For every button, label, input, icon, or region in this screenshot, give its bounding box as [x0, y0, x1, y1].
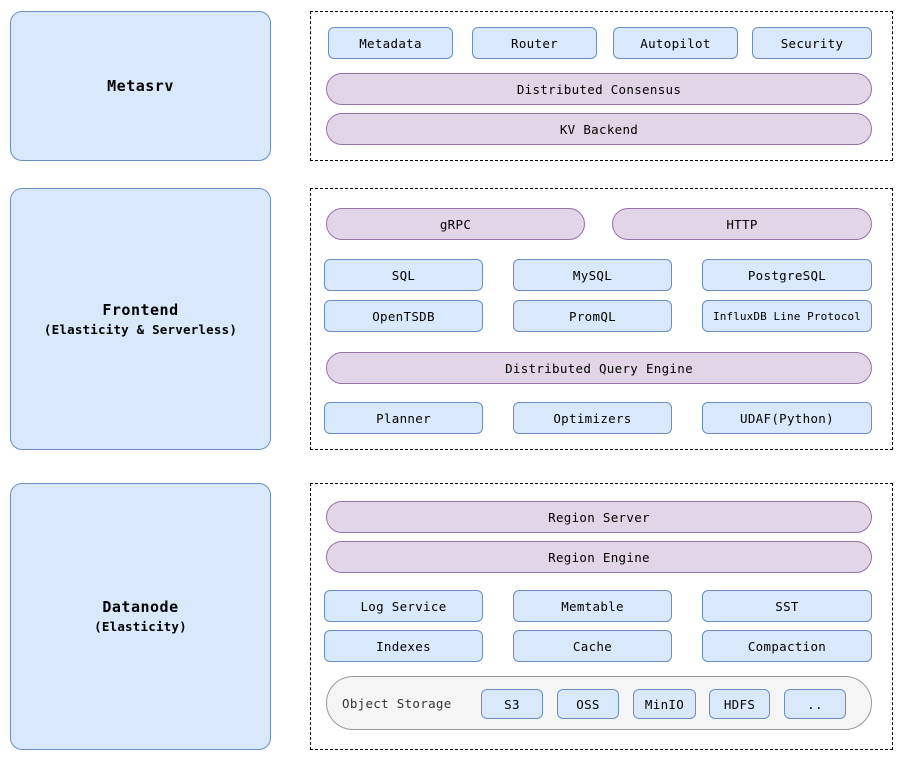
node-opentsdb[interactable]: OpenTSDB [324, 300, 483, 332]
panel-frontend[interactable]: Frontend (Elasticity & Serverless) [10, 188, 271, 450]
storage-backend-oss[interactable]: OSS [557, 689, 619, 719]
node-http[interactable]: HTTP [612, 208, 872, 240]
node-cache[interactable]: Cache [513, 630, 672, 662]
node-optimizers[interactable]: Optimizers [513, 402, 672, 434]
node-metadata[interactable]: Metadata [328, 27, 453, 59]
panel-frontend-title: Frontend [102, 300, 179, 319]
panel-datanode-title: Datanode [102, 598, 179, 616]
object-storage-label: Object Storage [342, 695, 452, 711]
panel-frontend-subtitle: (Elasticity & Serverless) [43, 321, 238, 337]
node-region-server[interactable]: Region Server [326, 501, 872, 533]
node-sql[interactable]: SQL [324, 259, 483, 291]
node-memtable[interactable]: Memtable [513, 590, 672, 622]
panel-metasrv[interactable]: Metasrv [10, 11, 271, 161]
node-influxdb-line-protocol[interactable]: InfluxDB Line Protocol [702, 300, 872, 332]
node-autopilot[interactable]: Autopilot [613, 27, 738, 59]
node-sst[interactable]: SST [702, 590, 872, 622]
node-mysql[interactable]: MySQL [513, 259, 672, 291]
storage-backend-minio[interactable]: MinIO [633, 689, 696, 719]
node-udaf-python[interactable]: UDAF(Python) [702, 402, 872, 434]
node-distributed-query-engine[interactable]: Distributed Query Engine [326, 352, 872, 384]
group-metasrv [310, 11, 893, 161]
panel-datanode[interactable]: Datanode (Elasticity) [10, 483, 271, 750]
node-security[interactable]: Security [752, 27, 872, 59]
node-promql[interactable]: PromQL [513, 300, 672, 332]
node-router[interactable]: Router [472, 27, 597, 59]
panel-metasrv-title: Metasrv [107, 77, 174, 95]
node-planner[interactable]: Planner [324, 402, 483, 434]
node-kv-backend[interactable]: KV Backend [326, 113, 872, 145]
node-distributed-consensus[interactable]: Distributed Consensus [326, 73, 872, 105]
node-log-service[interactable]: Log Service [324, 590, 483, 622]
node-indexes[interactable]: Indexes [324, 630, 483, 662]
storage-backend-s3[interactable]: S3 [481, 689, 543, 719]
group-frontend [310, 188, 893, 450]
storage-backend-hdfs[interactable]: HDFS [709, 689, 770, 719]
storage-backend-more[interactable]: .. [784, 689, 846, 719]
node-region-engine[interactable]: Region Engine [326, 541, 872, 573]
node-postgresql[interactable]: PostgreSQL [702, 259, 872, 291]
node-grpc[interactable]: gRPC [326, 208, 585, 240]
group-datanode [310, 483, 893, 750]
panel-datanode-subtitle: (Elasticity) [94, 619, 187, 634]
node-compaction[interactable]: Compaction [702, 630, 872, 662]
